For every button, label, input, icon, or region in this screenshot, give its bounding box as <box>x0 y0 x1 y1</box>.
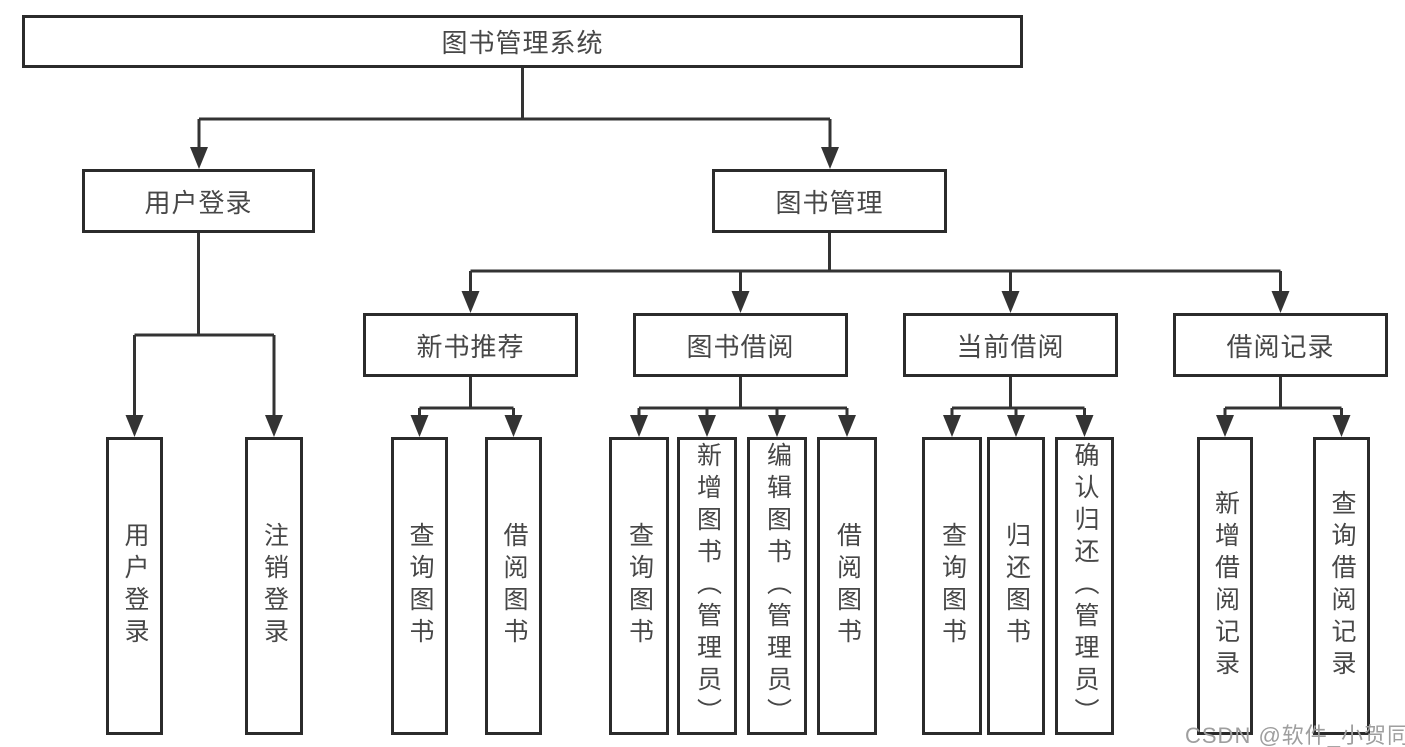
node-new-book-recommendation: 新书推荐 <box>363 313 578 377</box>
leaf-label: 确认归还（管理员） <box>1071 442 1099 730</box>
leaf-user-login: 用户登录 <box>106 437 163 735</box>
leaf-label: 新增借阅记录 <box>1211 490 1240 682</box>
node-label: 图书借阅 <box>686 331 795 362</box>
leaf-label: 查询图书 <box>406 522 434 650</box>
leaf-label: 归还图书 <box>1002 522 1031 650</box>
node-book-borrowing: 图书借阅 <box>633 313 848 377</box>
leaf-label: 查询借阅记录 <box>1328 490 1356 682</box>
node-book-management: 图书管理 <box>712 169 947 233</box>
node-label: 当前借阅 <box>956 331 1065 362</box>
leaf-logout: 注销登录 <box>245 437 303 735</box>
leaf-new-books-query-books: 查询图书 <box>391 437 448 735</box>
node-current-borrowing: 当前借阅 <box>903 313 1118 377</box>
leaf-label: 注销登录 <box>260 522 289 650</box>
node-label: 图书管理系统 <box>441 28 604 58</box>
leaf-edit-books-admin: 编辑图书（管理员） <box>747 437 807 735</box>
arrowheads <box>125 147 1351 437</box>
leaf-add-books-admin: 新增图书（管理员） <box>677 437 737 735</box>
node-borrow-records: 借阅记录 <box>1173 313 1388 377</box>
leaf-label: 查询图书 <box>625 522 654 650</box>
leaf-new-books-borrow-books: 借阅图书 <box>485 437 542 735</box>
node-label: 新书推荐 <box>416 331 525 362</box>
node-user-login: 用户登录 <box>82 169 315 233</box>
leaf-add-borrow-record: 新增借阅记录 <box>1197 437 1253 735</box>
node-library-management-system: 图书管理系统 <box>22 15 1023 68</box>
leaf-label: 借阅图书 <box>500 522 528 650</box>
leaf-confirm-return-admin: 确认归还（管理员） <box>1055 437 1114 735</box>
leaf-query-borrow-record: 查询借阅记录 <box>1313 437 1370 735</box>
leaf-return-books: 归还图书 <box>987 437 1045 735</box>
node-label: 借阅记录 <box>1226 331 1335 362</box>
node-label: 图书管理 <box>775 187 884 218</box>
leaf-current-query-books: 查询图书 <box>922 437 982 735</box>
node-label: 用户登录 <box>144 187 253 218</box>
leaf-borrow-books: 借阅图书 <box>817 437 877 735</box>
leaf-label: 查询图书 <box>938 522 967 650</box>
leaf-label: 借阅图书 <box>833 522 862 650</box>
leaf-label: 新增图书（管理员） <box>693 442 722 730</box>
leaf-label: 编辑图书（管理员） <box>763 442 792 730</box>
watermark: CSDN @软件_小贺同学 <box>1185 723 1405 747</box>
leaf-borrow-query-books: 查询图书 <box>609 437 669 735</box>
leaf-label: 用户登录 <box>121 522 149 650</box>
